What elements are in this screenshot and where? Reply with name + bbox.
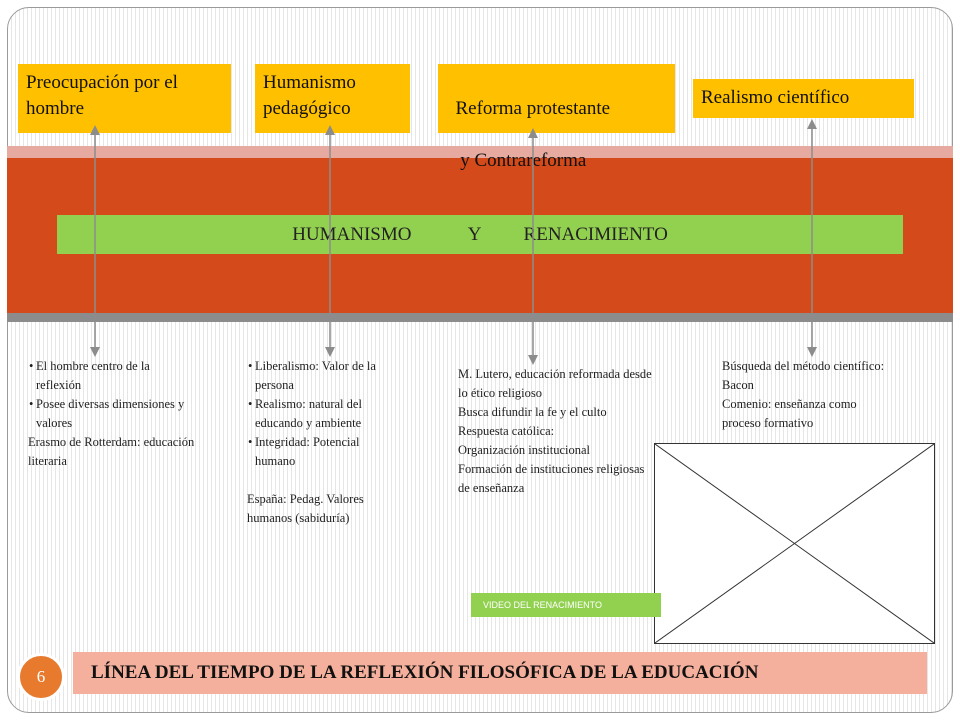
placeholder-cross-icon	[654, 443, 935, 644]
list-item: Posee diversas dimensiones y valores	[29, 395, 198, 433]
column-2-notes: Liberalismo: Valor de la persona Realism…	[247, 357, 402, 528]
list-item: El hombre centro de la reflexión	[29, 357, 198, 395]
note-text: Comenio: enseñanza como proceso formativ…	[722, 397, 857, 430]
note-text: M. Lutero, educación reformada desde lo …	[458, 367, 652, 400]
topic-line: Preocupación por el	[26, 72, 178, 93]
topic-line: pedagógico	[263, 98, 351, 119]
list-item: Realismo: natural del educando y ambient…	[248, 395, 402, 433]
topic-line: Humanismo	[263, 72, 356, 93]
footer-title: LÍNEA DEL TIEMPO DE LA REFLEXIÓN FILOSÓF…	[73, 652, 927, 694]
column-1-notes: El hombre centro de la reflexión Posee d…	[28, 357, 198, 471]
video-renacimiento-button[interactable]: VIDEO DEL RENACIMIENTO	[471, 593, 661, 617]
page-number-badge: 6	[17, 653, 65, 701]
note-text: Formación de instituciones religiosas de…	[458, 462, 645, 495]
bottom-accent-band	[7, 313, 953, 322]
topic-reforma: Reforma protestante y Contrareforma	[438, 64, 675, 171]
note-text: Organización institucional	[458, 443, 591, 457]
list-item: Liberalismo: Valor de la persona	[248, 357, 402, 395]
topic-line: Reforma protestante	[455, 98, 611, 119]
note-text: España: Pedag. Valores humanos (sabidurí…	[247, 492, 364, 525]
note-text: Respuesta católica:	[458, 424, 555, 438]
note-text: Busca difundir la fe y el culto	[458, 405, 607, 419]
note-text: Búsqueda del método científico: Bacon	[722, 359, 885, 392]
topic-preocupacion: Preocupación por el hombre	[18, 64, 231, 133]
column-4-notes: Búsqueda del método científico: Bacon Co…	[722, 357, 892, 433]
media-placeholder[interactable]	[654, 443, 935, 644]
topic-line: Realismo científico	[701, 87, 850, 108]
list-item: Integridad: Potencial humano	[248, 433, 402, 471]
topic-humanismo: Humanismo pedagógico	[255, 64, 410, 133]
note-text: Erasmo de Rotterdam: educación literaria	[28, 435, 195, 468]
banner-humanismo-renacimiento: HUMANISMO Y RENACIMIENTO	[57, 215, 903, 254]
column-3-notes: M. Lutero, educación reformada desde lo …	[458, 365, 658, 498]
topic-realismo: Realismo científico	[693, 79, 914, 118]
topic-line: hombre	[26, 98, 85, 119]
top-accent-band	[7, 146, 953, 158]
